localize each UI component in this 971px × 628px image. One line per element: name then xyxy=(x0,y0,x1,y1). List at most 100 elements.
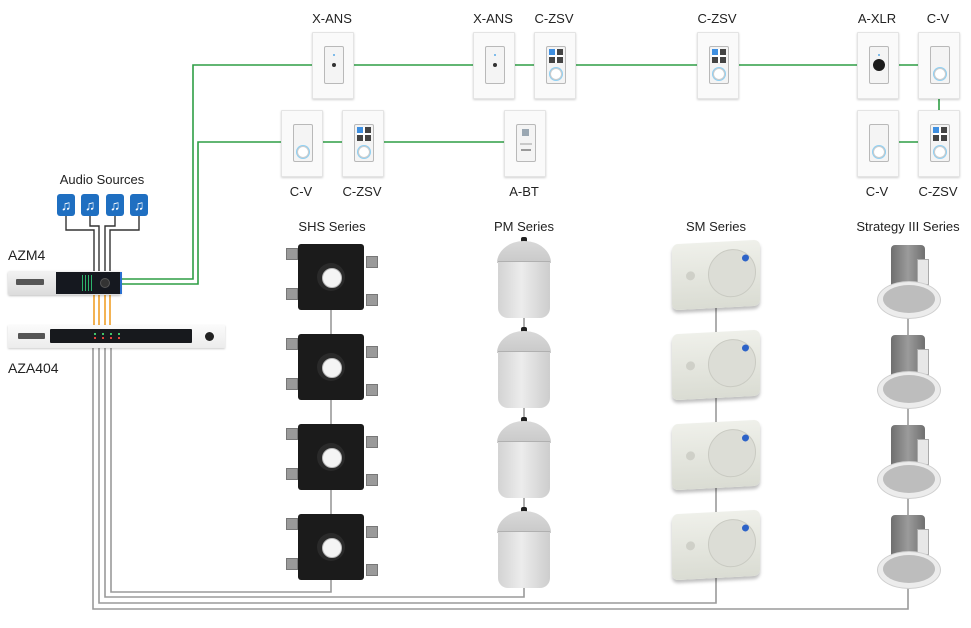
source-wire xyxy=(104,216,116,271)
mounting-clip xyxy=(366,384,378,396)
pendant-body xyxy=(498,441,550,498)
speaker-wire xyxy=(98,250,717,604)
pm-pendant-speaker xyxy=(497,507,551,589)
shs-speaker xyxy=(286,334,378,400)
pendant-cap xyxy=(521,507,527,512)
source-wire xyxy=(65,216,95,271)
volume-knob xyxy=(100,278,110,288)
pendant-cap xyxy=(521,237,527,242)
pendant-cap xyxy=(521,417,527,422)
control-wires xyxy=(121,64,940,285)
speaker-grille xyxy=(708,427,756,479)
mounting-clip xyxy=(366,526,378,538)
zone-label-pm: PM Series xyxy=(494,219,554,234)
plate-label: C-ZSV xyxy=(697,11,737,26)
pendant-body xyxy=(498,261,550,318)
speaker-driver xyxy=(322,538,342,558)
music-note-icon: ♫ xyxy=(106,194,124,216)
c-zsv-wall-plate xyxy=(534,32,576,99)
mounting-clip xyxy=(366,294,378,306)
azm4-label: AZM4 xyxy=(8,247,46,263)
speaker-grille xyxy=(883,465,935,493)
sm-surface-speaker xyxy=(672,419,762,494)
control-wire xyxy=(121,141,281,285)
pendant-body xyxy=(498,531,550,588)
pendant-dome xyxy=(497,511,551,533)
pendant-dome xyxy=(497,241,551,263)
plate-label: C-V xyxy=(865,184,889,199)
pendant-dome xyxy=(497,421,551,443)
mounting-clip xyxy=(366,346,378,358)
tweeter-port xyxy=(686,451,695,461)
amp-link-wires xyxy=(93,295,111,325)
speaker-driver xyxy=(322,448,342,468)
mounting-clip xyxy=(366,564,378,576)
c-zsv-wall-plate xyxy=(697,32,739,99)
plate-label: X-ANS xyxy=(473,11,513,26)
x-ans-wall-plate xyxy=(473,32,515,99)
mounting-clip xyxy=(366,474,378,486)
level-meter xyxy=(82,275,92,291)
brand-badge xyxy=(16,279,44,285)
mounting-clip xyxy=(286,468,298,480)
strategy-iii-ceiling-speaker xyxy=(877,335,941,409)
pendant-dome xyxy=(497,331,551,353)
plate-label: C-ZSV xyxy=(918,184,958,199)
azm4-front-panel xyxy=(56,272,122,294)
source-wire xyxy=(109,216,140,271)
control-wire xyxy=(121,64,312,280)
aza404-device xyxy=(8,325,225,348)
speaker-cabinet xyxy=(672,329,760,401)
a-xlr-wall-plate xyxy=(857,32,899,99)
shs-speaker xyxy=(286,514,378,580)
tweeter-port xyxy=(686,271,695,281)
speaker-wire xyxy=(110,250,332,593)
mounting-clip xyxy=(286,558,298,570)
music-note-icon: ♫ xyxy=(130,194,148,216)
speaker-cabinet xyxy=(672,419,760,491)
plate-label: C-V xyxy=(926,11,950,26)
aza404-label: AZA404 xyxy=(8,360,59,376)
music-note-icon: ♫ xyxy=(57,194,75,216)
source-wires xyxy=(65,216,140,271)
c-v-wall-plate xyxy=(857,110,899,177)
power-button-icon xyxy=(205,332,214,341)
music-note-icon: ♫ xyxy=(81,194,99,216)
speaker-cabinet xyxy=(672,239,760,311)
x-ans-wall-plate xyxy=(312,32,354,99)
mounting-clip xyxy=(286,248,298,260)
audio-sources-label: Audio Sources xyxy=(59,172,145,187)
speaker-grille xyxy=(708,337,756,389)
mounting-clip xyxy=(286,428,298,440)
zone-label-shs: SHS Series xyxy=(298,219,366,234)
c-zsv-wall-plate xyxy=(342,110,384,177)
pm-pendant-speaker xyxy=(497,417,551,499)
speaker-grille xyxy=(708,517,756,569)
tweeter-port xyxy=(686,541,695,551)
c-zsv-wall-plate xyxy=(918,110,960,177)
mounting-clip xyxy=(286,338,298,350)
strategy-iii-ceiling-speaker xyxy=(877,515,941,589)
plate-label: A-BT xyxy=(509,184,539,199)
sm-surface-speaker xyxy=(672,509,762,584)
speaker-grille xyxy=(708,247,756,299)
speaker-driver xyxy=(322,268,342,288)
pm-pendant-speaker xyxy=(497,327,551,409)
pendant-body xyxy=(498,351,550,408)
zone-label-strategy-iii: Strategy III Series xyxy=(856,219,960,234)
pendant-cap xyxy=(521,327,527,332)
mounting-clip xyxy=(366,436,378,448)
aza404-front-panel xyxy=(50,329,192,343)
plate-label: A-XLR xyxy=(857,11,897,26)
speaker-grille xyxy=(883,285,935,313)
source-wire xyxy=(89,216,100,271)
mounting-clip xyxy=(366,256,378,268)
plate-label: C-ZSV xyxy=(342,184,382,199)
mounting-clip xyxy=(286,518,298,530)
speaker-cabinet xyxy=(672,509,760,581)
brand-badge xyxy=(18,333,45,339)
plate-label: X-ANS xyxy=(312,11,352,26)
strategy-iii-ceiling-speaker xyxy=(877,425,941,499)
c-v-wall-plate xyxy=(918,32,960,99)
c-v-wall-plate xyxy=(281,110,323,177)
